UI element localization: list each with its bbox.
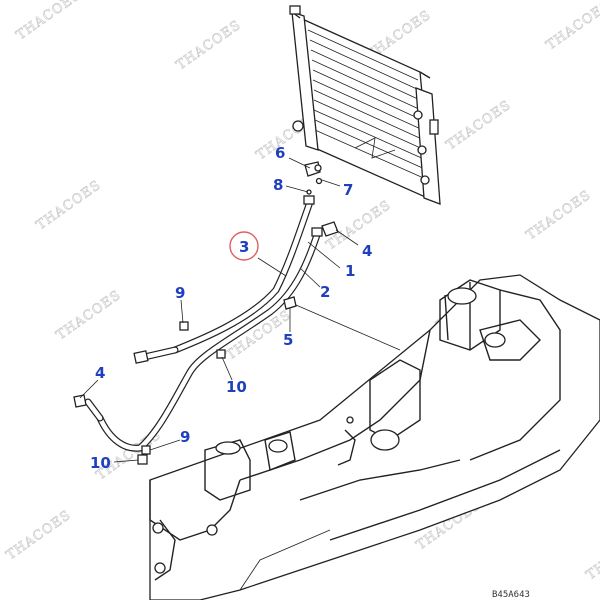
callout-6: 6	[275, 144, 285, 162]
callout-8: 8	[273, 176, 283, 194]
callout-9-lower: 9	[180, 428, 190, 446]
callout-4-lower: 4	[95, 364, 105, 382]
fitting-6	[304, 161, 322, 177]
watermark-text: THACOES	[524, 188, 594, 244]
callout-4-upper: 4	[362, 242, 372, 260]
callout-1: 1	[345, 262, 355, 280]
callout-10-upper: 10	[226, 378, 247, 396]
clamp-4-lower	[73, 394, 87, 408]
callout-labels: 1 2 3 4 4 5 6 7 8 9 9 10 10	[90, 144, 372, 472]
clamp-4-upper	[321, 221, 339, 237]
watermark-text: THACOES	[544, 0, 600, 53]
watermark-text: THACOES	[14, 0, 84, 43]
callout-10-lower: 10	[90, 454, 111, 472]
frame	[149, 274, 600, 600]
callout-7: 7	[343, 181, 353, 199]
connector-5	[283, 296, 297, 310]
watermark-text: THACOES	[174, 18, 244, 74]
radiator	[289, 5, 441, 205]
clamp-9-upper	[179, 321, 189, 331]
clamp-10-lower	[137, 454, 148, 465]
washer-7	[315, 177, 323, 185]
callout-3: 3	[239, 238, 249, 256]
callout-2: 2	[320, 283, 330, 301]
watermark-text: THACOES	[584, 528, 600, 584]
highlight-circle	[229, 231, 259, 261]
hose-assembly	[84, 195, 323, 452]
drawing-reference-code: B45A643	[492, 590, 530, 600]
clamp-10-upper	[216, 349, 226, 359]
callout-5: 5	[283, 331, 293, 349]
clamp-9-lower	[141, 445, 151, 455]
watermark-text: THACOES	[444, 98, 514, 154]
callout-9-upper: 9	[175, 284, 185, 302]
watermark-text: THACOES	[34, 178, 104, 234]
watermark-text: THACOES	[4, 508, 74, 564]
leader-lines	[79, 157, 359, 463]
watermark-text: THACOES	[54, 288, 124, 344]
